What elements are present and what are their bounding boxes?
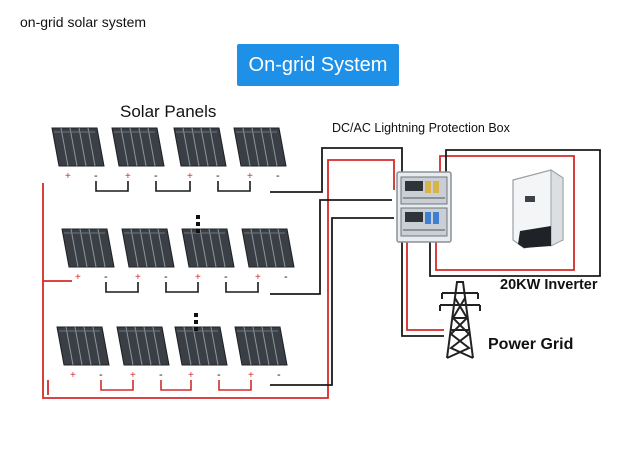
row-ellipsis-dot [194,313,198,317]
row-ellipsis-dot [196,215,200,219]
positive-terminal-mark: + [125,171,131,182]
lightning-protection-box [396,171,452,243]
solar-panels-label: Solar Panels [120,102,217,121]
positive-terminal-mark: + [65,171,71,182]
solar-panel-icon [121,228,175,268]
inverter-label: 20KW Inverter [500,277,598,293]
negative-terminal-mark: - [94,170,98,182]
series-link-wire [165,282,199,293]
series-link-wire [100,380,134,391]
positive-terminal-mark: + [255,272,261,283]
page-caption: on-grid solar system [20,14,147,30]
positive-terminal-mark: + [248,370,254,381]
negative-terminal-mark: - [284,271,288,283]
positive-terminal-mark: + [130,370,136,381]
solar-panel-icon [233,127,287,167]
negative-wire [270,147,403,193]
negative-wire [270,199,392,295]
solar-panel-icon [61,228,115,268]
series-link-wire [225,282,259,293]
negative-terminal-mark: - [217,369,221,381]
row-ellipsis-group [194,215,200,331]
positive-terminal-mark: + [188,370,194,381]
solar-panel-icon [181,228,235,268]
negative-terminal-mark: - [104,271,108,283]
solar-panel-array [51,127,295,366]
row-ellipsis-dot [196,229,200,233]
wiring: + - + - + - + - + - + - + - + - + - + - + - + - [42,147,601,399]
solar-panel-icon [116,326,170,366]
series-link-wire [95,181,129,192]
solar-panel-icon [234,326,288,366]
row-ellipsis-dot [194,320,198,324]
row-ellipsis-dot [196,222,200,226]
solar-panel-icon [174,326,228,366]
negative-wire [429,149,601,277]
positive-terminal-mark: + [195,272,201,283]
transmission-tower-icon [439,281,481,359]
negative-terminal-mark: - [277,369,281,381]
negative-terminal-mark: - [99,369,103,381]
series-link-wire [218,380,252,391]
positive-terminal-mark: + [70,370,76,381]
title-banner: On-grid System [237,44,399,86]
protection-box-label: DC/AC Lightning Protection Box [332,121,510,135]
solar-panel-icon [173,127,227,167]
solar-panel-icon [51,127,105,167]
negative-terminal-mark: - [224,271,228,283]
negative-wire [401,242,444,337]
negative-terminal-mark: - [159,369,163,381]
negative-terminal-mark: - [276,170,280,182]
series-link-wire [105,282,139,293]
series-link-wire [160,380,192,391]
positive-terminal-mark: + [135,272,141,283]
positive-wire [42,159,395,399]
negative-wire [270,217,394,386]
solar-panel-icon [56,326,110,366]
negative-terminal-mark: - [216,170,220,182]
solar-panel-icon [241,228,295,268]
positive-terminal-mark: + [187,171,193,182]
positive-wire [435,155,575,271]
negative-terminal-mark: - [154,170,158,182]
positive-terminal-mark: + [75,272,81,283]
inverter-icon [512,169,564,249]
solar-panel-icon [111,127,165,167]
series-link-wire [155,181,191,192]
power-grid-label: Power Grid [488,336,574,353]
positive-wire [406,242,444,331]
series-link-wire [217,181,251,192]
positive-terminal-mark: + [247,171,253,182]
negative-terminal-mark: - [164,271,168,283]
row-ellipsis-dot [194,327,198,331]
